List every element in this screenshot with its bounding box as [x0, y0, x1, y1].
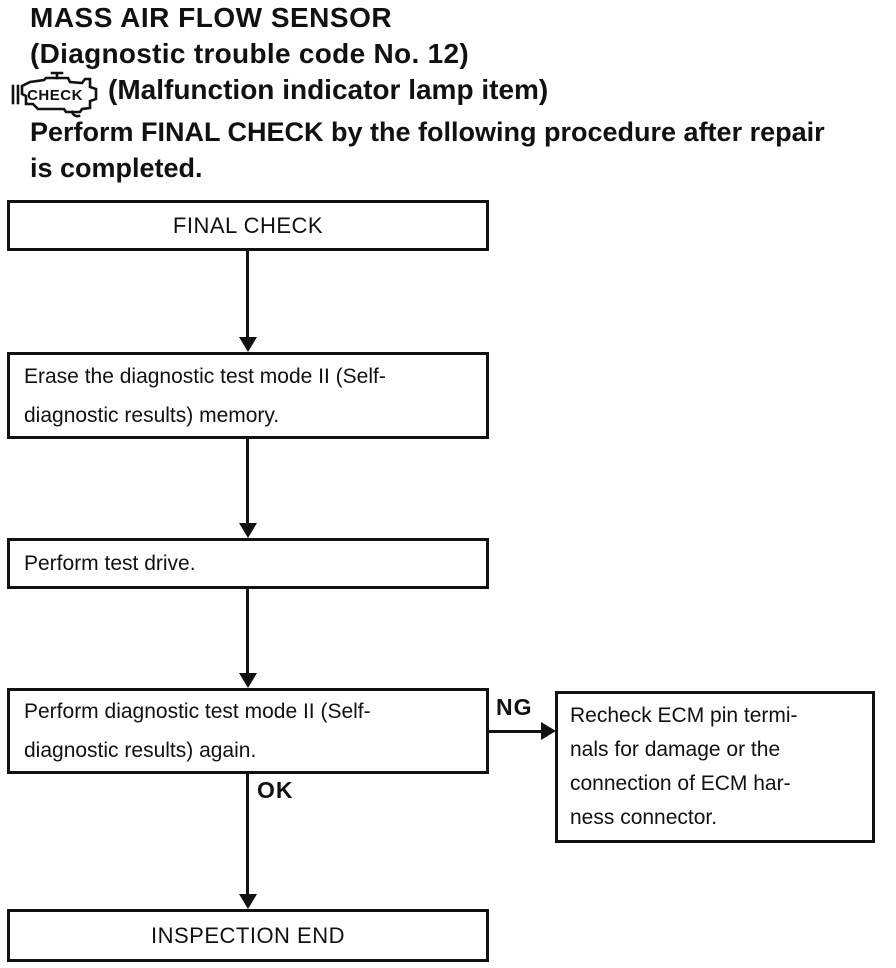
- edge-line: [246, 774, 249, 894]
- node-line: diagnostic results) again.: [24, 739, 257, 762]
- intro-text: Perform FINAL CHECK by the following pro…: [30, 114, 825, 186]
- arrowhead-down-icon: [239, 894, 257, 909]
- flow-node-final-check: FINAL CHECK: [7, 200, 489, 251]
- page-title: MASS AIR FLOW SENSOR: [30, 2, 393, 33]
- flow-node-inspection-end: INSPECTION END: [7, 909, 489, 962]
- node-line: Perform diagnostic test mode II (Self-: [24, 700, 371, 723]
- edge-label-ng: NG: [496, 694, 533, 720]
- arrowhead-right-icon: [541, 722, 556, 740]
- edge-line: [246, 439, 249, 523]
- edge-line: [489, 730, 541, 733]
- flow-node-recheck-ecm: Recheck ECM pin termi- nals for damage o…: [555, 691, 875, 843]
- check-engine-icon-text: CHECK: [27, 87, 83, 104]
- edge-line: [246, 251, 249, 337]
- arrowhead-down-icon: [239, 523, 257, 538]
- node-line: Erase the diagnostic test mode II (Self-: [24, 364, 386, 388]
- node-line: ness connector.: [570, 806, 718, 829]
- node-label: INSPECTION END: [150, 923, 346, 948]
- arrowhead-down-icon: [239, 673, 257, 688]
- flow-node-test-drive: Perform test drive.: [7, 538, 489, 589]
- node-label: Perform test drive.: [24, 552, 196, 575]
- arrowhead-down-icon: [239, 337, 257, 352]
- page-subtitle: (Diagnostic trouble code No. 12): [30, 38, 469, 69]
- check-engine-icon: CHECK: [11, 71, 98, 118]
- intro-line: is completed.: [30, 153, 203, 183]
- edge-label-ok: OK: [257, 777, 294, 803]
- node-line: Recheck ECM pin termi-: [570, 704, 798, 727]
- flow-node-erase-memory: Erase the diagnostic test mode II (Self-…: [7, 352, 489, 439]
- intro-line: Perform FINAL CHECK by the following pro…: [30, 117, 825, 147]
- node-line: nals for damage or the: [570, 738, 781, 761]
- edge-line: [246, 589, 249, 673]
- flow-node-diagnostic-again: Perform diagnostic test mode II (Self- d…: [7, 688, 489, 774]
- mil-item-label: (Malfunction indicator lamp item): [108, 74, 549, 105]
- node-line: connection of ECM har-: [570, 772, 791, 795]
- node-line: diagnostic results) memory.: [24, 403, 280, 427]
- node-label: FINAL CHECK: [172, 213, 324, 238]
